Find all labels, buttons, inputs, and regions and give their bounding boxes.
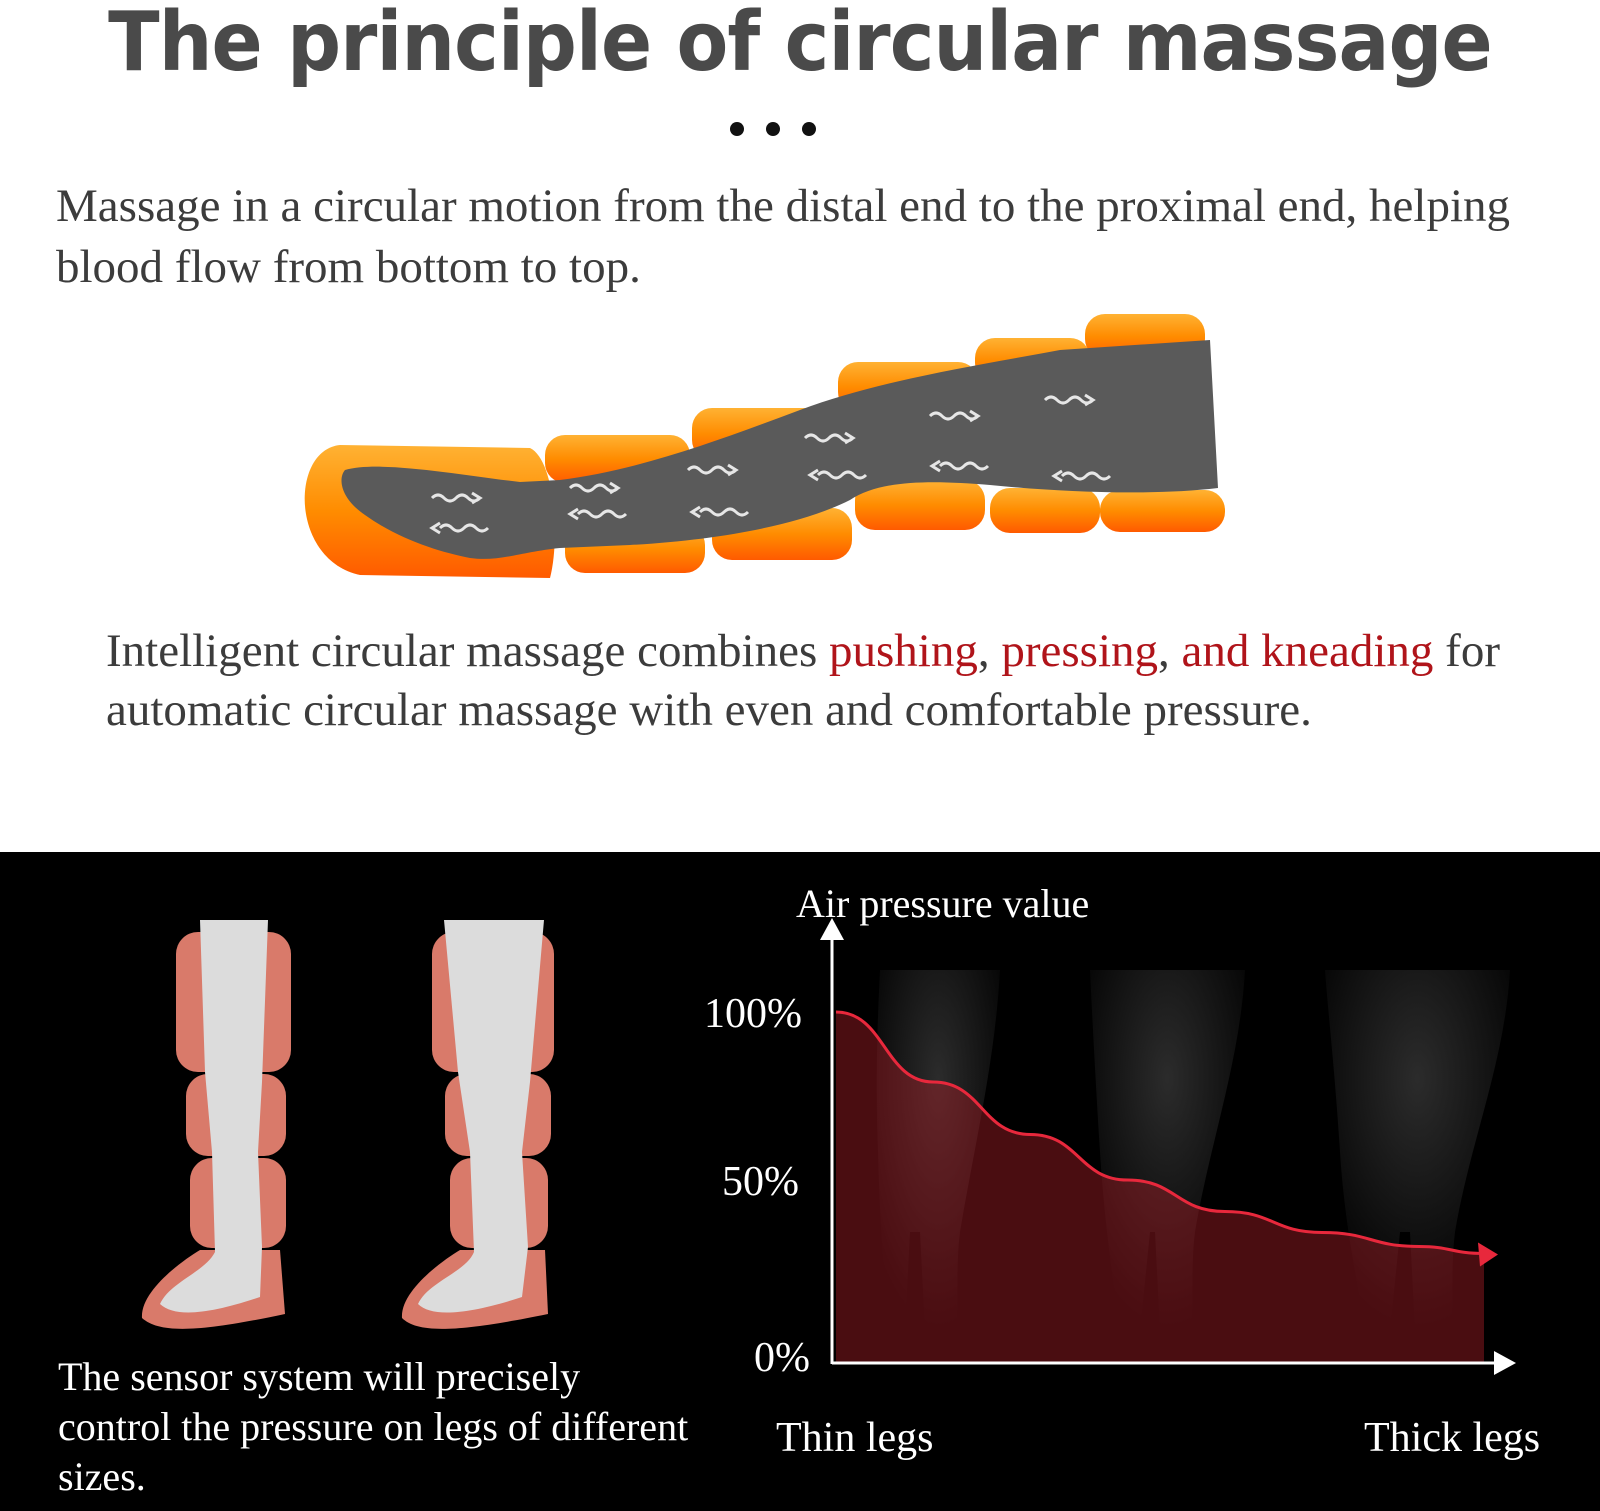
highlight-pushing: pushing bbox=[829, 625, 978, 677]
description-part: for automatic circular massage with even… bbox=[106, 625, 1500, 736]
chamber bbox=[990, 488, 1100, 533]
circular-massage-leg-illustration bbox=[304, 314, 1225, 578]
background-legs bbox=[876, 970, 1510, 1332]
separator: , bbox=[1158, 625, 1182, 677]
dot bbox=[802, 122, 816, 136]
leg-shape bbox=[341, 340, 1218, 559]
x-axis-arrowhead bbox=[1494, 1351, 1516, 1375]
dot bbox=[730, 122, 744, 136]
x-label-thick-legs: Thick legs bbox=[1364, 1415, 1541, 1461]
pressure-curve-line bbox=[835, 1010, 1485, 1255]
separator: , bbox=[977, 625, 1002, 677]
highlight-pressing: pressing bbox=[1001, 625, 1159, 677]
ellipsis-divider bbox=[730, 122, 838, 141]
dot bbox=[766, 122, 780, 136]
y-axis-arrowhead bbox=[820, 918, 844, 940]
intro-text: Massage in a circular motion from the di… bbox=[56, 180, 1511, 293]
x-label-thin-legs: Thin legs bbox=[776, 1415, 934, 1461]
y-axis-label: Air pressure value bbox=[796, 881, 1090, 926]
page-title: The principle of circular massage bbox=[108, 0, 1493, 90]
highlight-kneading: and kneading bbox=[1181, 625, 1434, 677]
chamber bbox=[1100, 490, 1225, 532]
description-text: Intelligent circular massage combines pu… bbox=[106, 622, 1546, 740]
y-tick-50: 50% bbox=[722, 1159, 799, 1205]
pressure-illustration-svg bbox=[141, 918, 1516, 1375]
thin-leg-cuff bbox=[141, 920, 291, 1329]
bottom-section: Air pressure value 100% 50% 0% Thin legs… bbox=[0, 852, 1600, 1511]
y-tick-0: 0% bbox=[754, 1335, 810, 1381]
chamber bbox=[855, 480, 985, 530]
blood-flow-arrows bbox=[429, 393, 1112, 535]
description-part: Intelligent circular massage combines bbox=[106, 625, 830, 677]
pressure-curve-arrowhead bbox=[1478, 1242, 1498, 1267]
y-tick-100: 100% bbox=[704, 991, 802, 1037]
sensor-description: The sensor system will precisely control… bbox=[58, 1354, 689, 1499]
top-section: The principle of circular massage Massag… bbox=[56, 0, 1546, 740]
thick-leg-cuff bbox=[401, 920, 554, 1329]
